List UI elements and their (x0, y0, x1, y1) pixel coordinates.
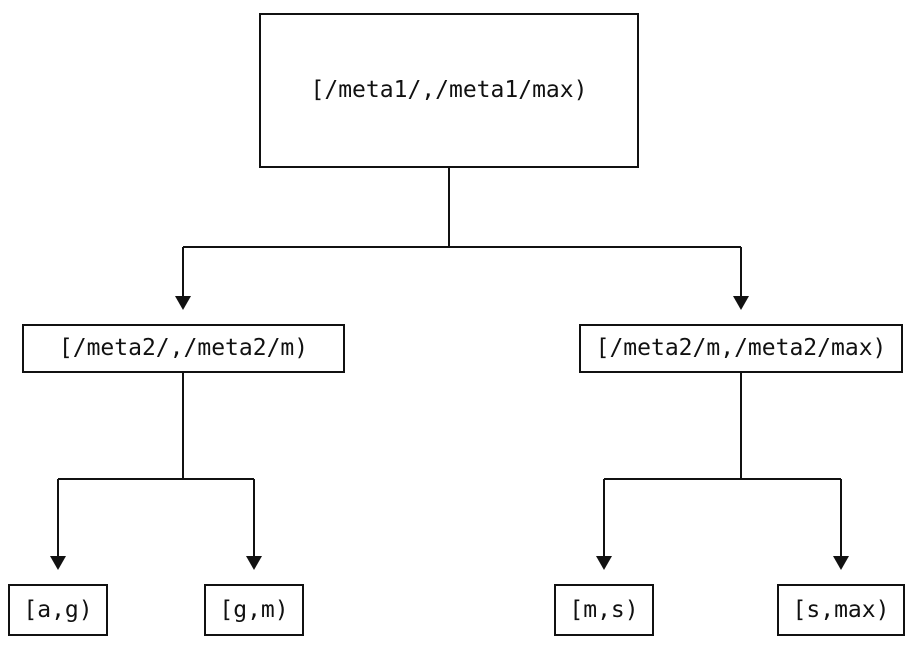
node-meta2-low-label: [/meta2/,/meta2/m) (58, 335, 309, 361)
node-leaf-smax: [s,max) (777, 584, 905, 636)
edges-from-meta2-low (50, 373, 262, 570)
node-leaf-ag-label: [a,g) (23, 596, 93, 623)
node-leaf-ms: [m,s) (554, 584, 654, 636)
arrowhead-to-leaf-ms (596, 556, 612, 570)
node-leaf-ag: [a,g) (8, 584, 108, 636)
edges-from-meta2-high (596, 373, 849, 570)
arrowhead-to-leaf-ag (50, 556, 66, 570)
node-leaf-smax-label: [s,max) (792, 596, 890, 623)
edges-from-root (175, 168, 749, 310)
node-root: [/meta1/,/meta1/max) (259, 13, 639, 168)
node-meta2-low: [/meta2/,/meta2/m) (22, 324, 345, 373)
arrowhead-to-leaf-gm (246, 556, 262, 570)
arrowhead-to-leaf-smax (833, 556, 849, 570)
node-leaf-gm: [g,m) (204, 584, 304, 636)
node-meta2-high: [/meta2/m,/meta2/max) (579, 324, 903, 373)
arrowhead-to-meta2-high (733, 296, 749, 310)
node-leaf-gm-label: [g,m) (219, 596, 289, 623)
node-leaf-ms-label: [m,s) (569, 596, 639, 623)
node-root-label: [/meta1/,/meta1/max) (310, 77, 588, 103)
node-meta2-high-label: [/meta2/m,/meta2/max) (595, 335, 887, 361)
arrowhead-to-meta2-low (175, 296, 191, 310)
